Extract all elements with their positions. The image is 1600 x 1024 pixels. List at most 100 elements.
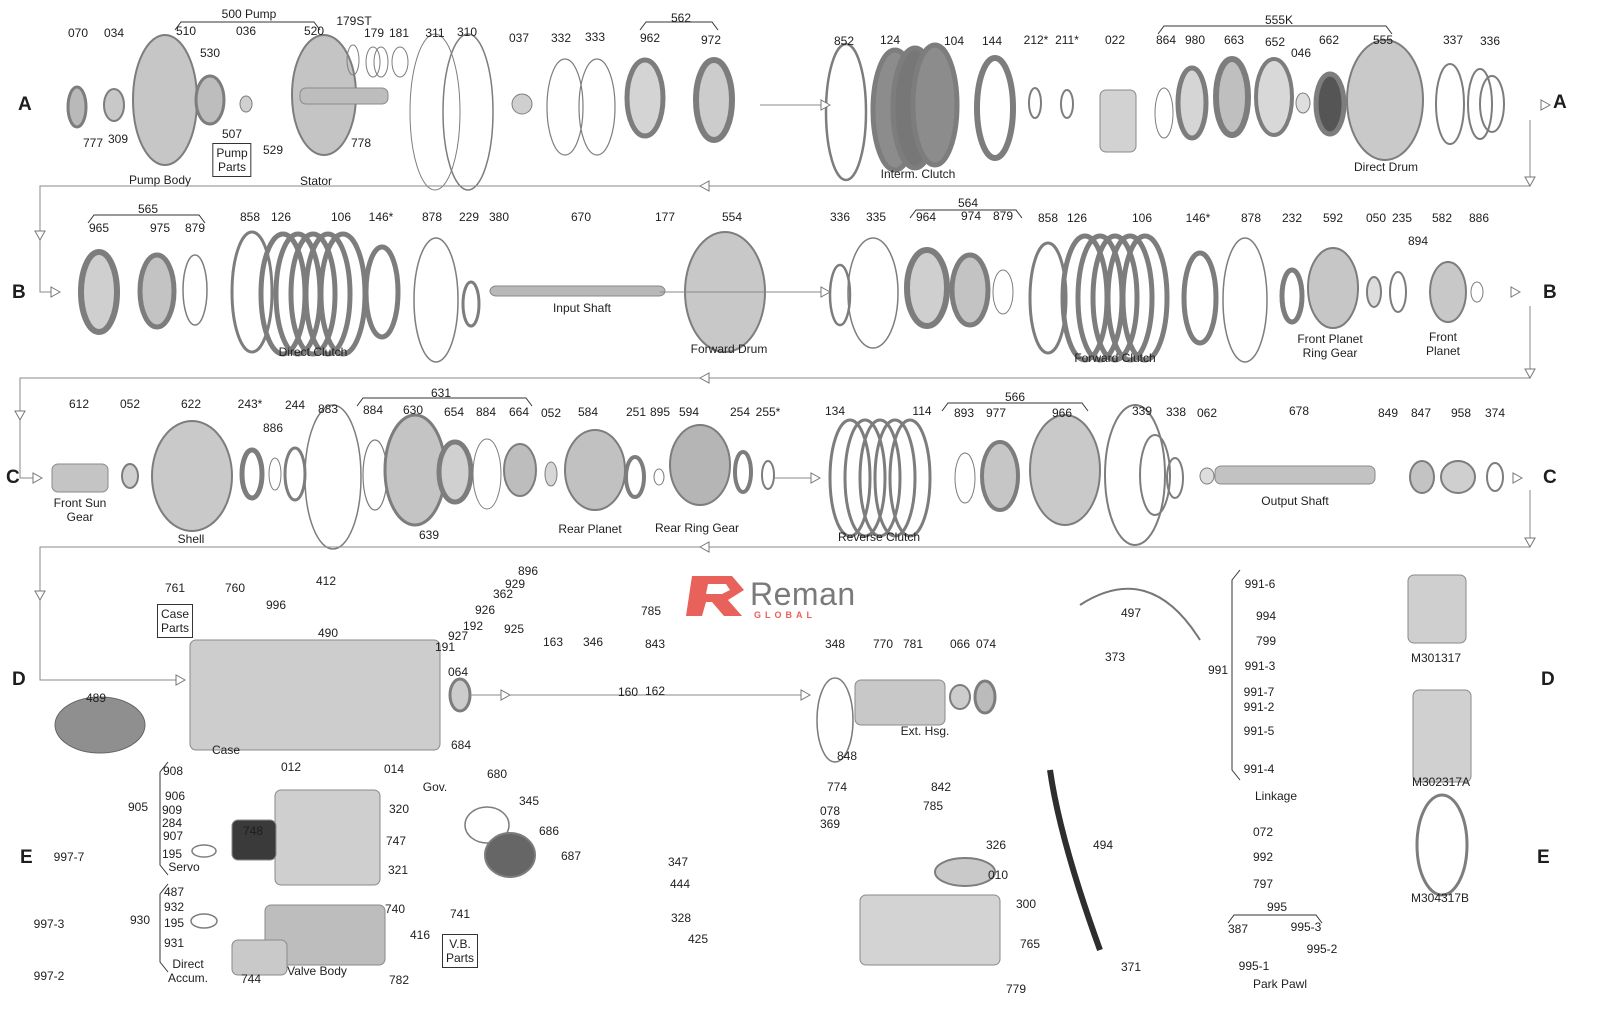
part-callout-584[interactable]: 584 — [577, 405, 599, 419]
part-callout-m304317b[interactable]: M304317B — [1410, 891, 1470, 905]
part-callout-162[interactable]: 162 — [644, 684, 666, 698]
part-callout-014[interactable]: 014 — [383, 762, 405, 776]
part-callout-886[interactable]: 886 — [262, 421, 284, 435]
part-callout-974[interactable]: 974 — [960, 209, 982, 223]
part-callout-906[interactable]: 906 — [164, 789, 186, 803]
part-callout-146[interactable]: 146* — [1185, 211, 1211, 225]
part-callout-369[interactable]: 369 — [819, 817, 841, 831]
part-callout-995-2[interactable]: 995-2 — [1306, 942, 1338, 956]
part-callout-997-7[interactable]: 997-7 — [53, 850, 85, 864]
part-callout-991-4[interactable]: 991-4 — [1243, 762, 1275, 776]
part-callout-893[interactable]: 893 — [953, 406, 975, 420]
part-callout-991-7[interactable]: 991-7 — [1243, 685, 1275, 699]
part-callout-037[interactable]: 037 — [508, 31, 530, 45]
part-callout-373[interactable]: 373 — [1104, 650, 1126, 664]
part-callout-663[interactable]: 663 — [1223, 33, 1245, 47]
part-callout-582[interactable]: 582 — [1431, 211, 1453, 225]
part-callout-244[interactable]: 244 — [284, 398, 306, 412]
part-callout-929[interactable]: 929 — [504, 577, 526, 591]
part-callout-884[interactable]: 884 — [475, 405, 497, 419]
part-callout-300[interactable]: 300 — [1015, 897, 1037, 911]
part-callout-251[interactable]: 251 — [625, 405, 647, 419]
part-callout-124[interactable]: 124 — [879, 33, 901, 47]
part-callout-785[interactable]: 785 — [640, 604, 662, 618]
part-callout-931[interactable]: 931 — [163, 936, 185, 950]
part-callout-195[interactable]: 195 — [163, 916, 185, 930]
part-callout-748[interactable]: 748 — [242, 824, 264, 838]
part-callout-362[interactable]: 362 — [492, 587, 514, 601]
part-callout-255[interactable]: 255* — [755, 405, 781, 419]
part-callout-991-2[interactable]: 991-2 — [1243, 700, 1275, 714]
part-callout-106[interactable]: 106 — [1131, 211, 1153, 225]
part-callout-994[interactable]: 994 — [1255, 609, 1277, 623]
part-callout-310[interactable]: 310 — [456, 25, 478, 39]
part-callout-991-6[interactable]: 991-6 — [1244, 577, 1276, 591]
part-callout-489[interactable]: 489 — [85, 691, 107, 705]
part-callout-444[interactable]: 444 — [669, 877, 691, 891]
part-callout-074[interactable]: 074 — [975, 637, 997, 651]
part-callout-338[interactable]: 338 — [1165, 405, 1187, 419]
part-callout-064[interactable]: 064 — [447, 665, 469, 679]
part-callout-997-3[interactable]: 997-3 — [33, 917, 65, 931]
part-callout-654[interactable]: 654 — [443, 405, 465, 419]
part-callout-995[interactable]: 995 — [1266, 900, 1288, 914]
part-callout-652[interactable]: 652 — [1264, 35, 1286, 49]
part-callout-927[interactable]: 927 — [447, 629, 469, 643]
part-callout-592[interactable]: 592 — [1322, 211, 1344, 225]
pump-parts-box[interactable]: Pump Parts — [212, 143, 252, 177]
part-callout-991-5[interactable]: 991-5 — [1243, 724, 1275, 738]
part-callout-761[interactable]: 761 — [164, 581, 186, 595]
part-callout-510[interactable]: 510 — [175, 24, 197, 38]
part-callout-747[interactable]: 747 — [385, 834, 407, 848]
vb-parts-box[interactable]: V.B. Parts — [441, 934, 479, 968]
part-callout-072[interactable]: 072 — [1252, 825, 1274, 839]
part-callout-785[interactable]: 785 — [922, 799, 944, 813]
part-callout-348[interactable]: 348 — [824, 637, 846, 651]
part-callout-336[interactable]: 336 — [1479, 34, 1501, 48]
part-callout-345[interactable]: 345 — [518, 794, 540, 808]
part-callout-965[interactable]: 965 — [88, 221, 110, 235]
part-callout-500pump[interactable]: 500 Pump — [221, 7, 277, 21]
part-callout-884[interactable]: 884 — [362, 403, 384, 417]
part-callout-670[interactable]: 670 — [570, 210, 592, 224]
part-callout-412[interactable]: 412 — [315, 574, 337, 588]
part-callout-487[interactable]: 487 — [163, 885, 185, 899]
part-callout-052[interactable]: 052 — [119, 397, 141, 411]
part-callout-782[interactable]: 782 — [388, 973, 410, 987]
part-callout-078[interactable]: 078 — [819, 804, 841, 818]
part-callout-104[interactable]: 104 — [943, 34, 965, 48]
part-callout-134[interactable]: 134 — [824, 404, 846, 418]
part-callout-964[interactable]: 964 — [915, 210, 937, 224]
part-callout-847[interactable]: 847 — [1410, 406, 1432, 420]
part-callout-179st[interactable]: 179ST — [336, 14, 372, 28]
part-callout-966[interactable]: 966 — [1051, 406, 1073, 420]
part-callout-326[interactable]: 326 — [985, 838, 1007, 852]
part-callout-996[interactable]: 996 — [265, 598, 287, 612]
part-callout-163[interactable]: 163 — [542, 635, 564, 649]
part-callout-858[interactable]: 858 — [239, 210, 261, 224]
part-callout-564[interactable]: 564 — [957, 196, 979, 210]
part-callout-052[interactable]: 052 — [540, 406, 562, 420]
part-callout-858[interactable]: 858 — [1037, 211, 1059, 225]
part-callout-630[interactable]: 630 — [402, 403, 424, 417]
part-callout-490[interactable]: 490 — [317, 626, 339, 640]
part-callout-565[interactable]: 565 — [137, 202, 159, 216]
part-callout-212[interactable]: 212* — [1023, 33, 1049, 47]
part-callout-760[interactable]: 760 — [224, 581, 246, 595]
part-callout-678[interactable]: 678 — [1288, 404, 1310, 418]
part-callout-146[interactable]: 146* — [368, 210, 394, 224]
part-callout-380[interactable]: 380 — [488, 210, 510, 224]
part-callout-991[interactable]: 991 — [1207, 663, 1229, 677]
part-callout-416[interactable]: 416 — [409, 928, 431, 942]
part-callout-883[interactable]: 883 — [317, 402, 339, 416]
part-callout-886[interactable]: 886 — [1468, 211, 1490, 225]
part-callout-612[interactable]: 612 — [68, 397, 90, 411]
part-callout-114[interactable]: 114 — [912, 404, 932, 418]
part-callout-320[interactable]: 320 — [388, 802, 410, 816]
part-callout-958[interactable]: 958 — [1450, 406, 1472, 420]
part-callout-530[interactable]: 530 — [199, 46, 221, 60]
part-callout-977[interactable]: 977 — [985, 406, 1007, 420]
part-callout-777[interactable]: 777 — [82, 136, 104, 150]
part-callout-622[interactable]: 622 — [180, 397, 202, 411]
part-callout-797[interactable]: 797 — [1252, 877, 1274, 891]
